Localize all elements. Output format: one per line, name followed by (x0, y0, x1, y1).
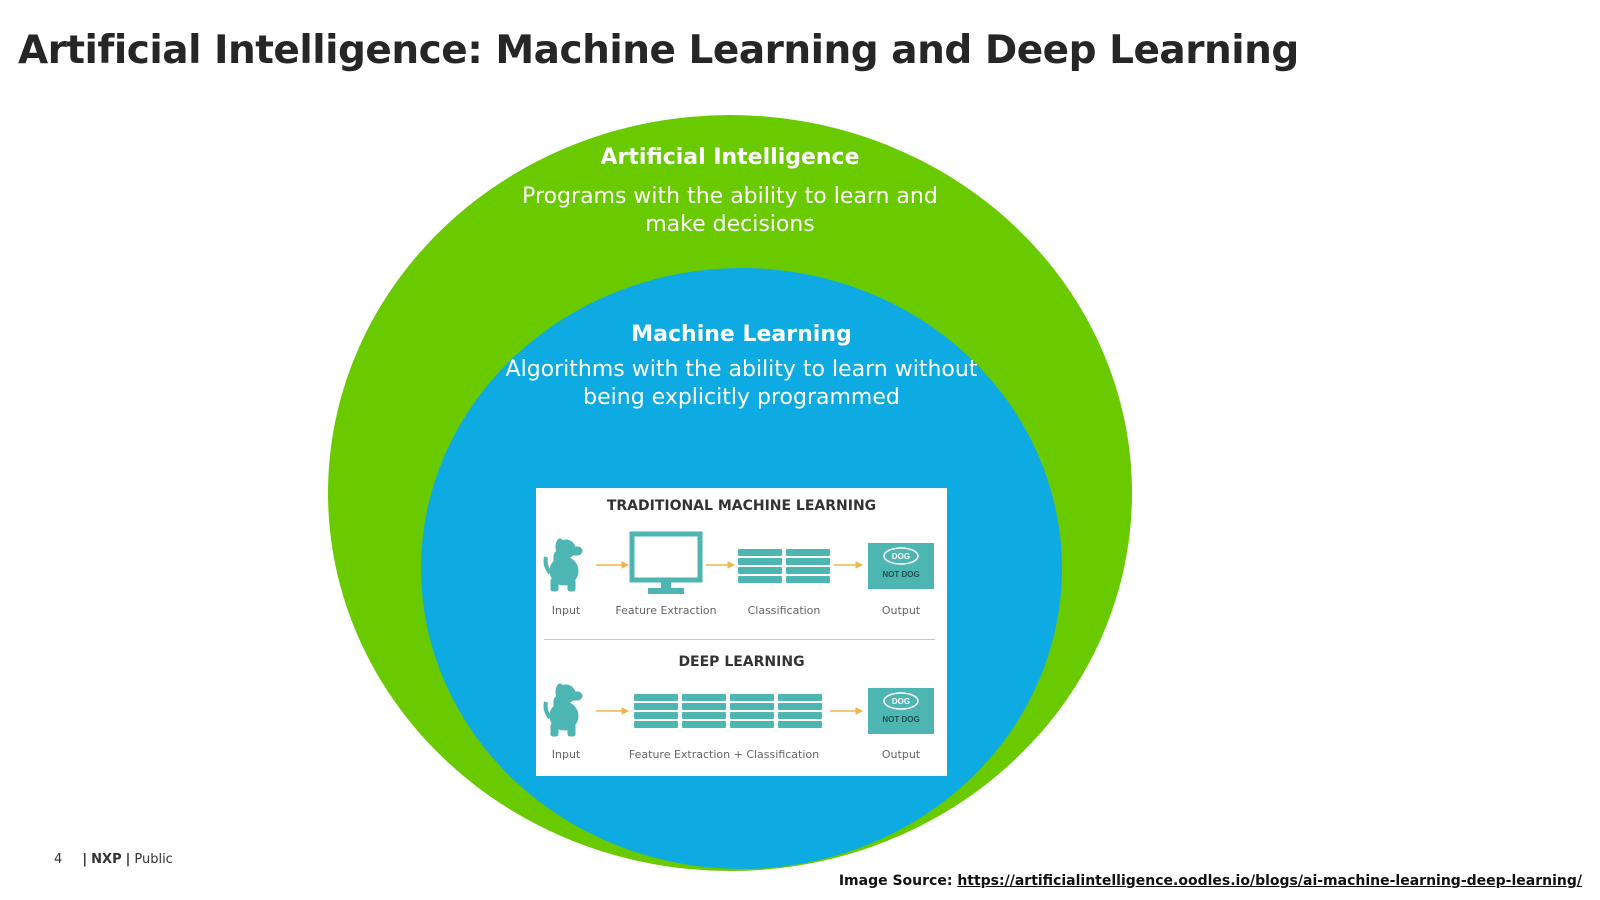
output-dog-text: DOG (892, 552, 910, 561)
deep-layers-icon (634, 694, 822, 728)
label-output: Output (881, 748, 921, 761)
dog-icon (543, 682, 584, 738)
ml-description: Algorithms with the ability to learn wit… (505, 357, 978, 410)
label-classification: Classification (747, 604, 821, 617)
ml-heading: Machine Learning (631, 322, 852, 347)
footer-separator: | (82, 852, 88, 867)
traditional-ml-heading: TRADITIONAL MACHINE LEARNING (606, 498, 877, 514)
footer-brand: NXP (91, 852, 122, 867)
arrow-icon (596, 707, 630, 715)
dog-icon (543, 537, 584, 593)
label-input: Input (551, 604, 581, 617)
ml-vs-dl-figure: DOG NOT DOG DOG NOT DOG TRADITIONAL MACH… (536, 488, 947, 776)
slide-footer: 4 |NXP|Public (54, 852, 173, 867)
output-not-dog-text: NOT DOG (882, 570, 919, 579)
output-icon: DOG NOT DOG (868, 543, 934, 589)
classifier-layers-icon (738, 549, 830, 583)
figure-graphics: DOG NOT DOG DOG NOT DOG (543, 531, 934, 738)
output-icon: DOG NOT DOG (868, 688, 934, 734)
label-output: Output (881, 604, 921, 617)
image-source-label: Image Source: (838, 873, 953, 889)
ai-heading: Artificial Intelligence (600, 145, 860, 170)
arrow-icon (834, 561, 864, 569)
output-dog-text: DOG (892, 697, 910, 706)
arrow-icon (596, 561, 630, 569)
footer-separator: | (125, 852, 131, 867)
deep-learning-heading: DEEP LEARNING (678, 654, 805, 670)
monitor-icon (629, 531, 703, 594)
output-not-dog-text: NOT DOG (882, 715, 919, 724)
figure-divider (544, 639, 935, 640)
page-number: 4 (54, 852, 63, 867)
slide-title: Artificial Intelligence: Machine Learnin… (18, 28, 1299, 73)
image-source: Image Source: https://artificialintellig… (839, 873, 1582, 889)
image-source-link[interactable]: https://artificialintelligence.oodles.io… (957, 873, 1582, 889)
label-feature-extraction-classification: Feature Extraction + Classification (628, 748, 820, 761)
arrow-icon (830, 707, 864, 715)
ai-description: Programs with the ability to learn and m… (522, 184, 938, 237)
arrow-icon (706, 561, 736, 569)
label-input: Input (551, 748, 581, 761)
footer-classification: Public (134, 852, 173, 867)
label-feature-extraction: Feature Extraction (615, 604, 717, 617)
